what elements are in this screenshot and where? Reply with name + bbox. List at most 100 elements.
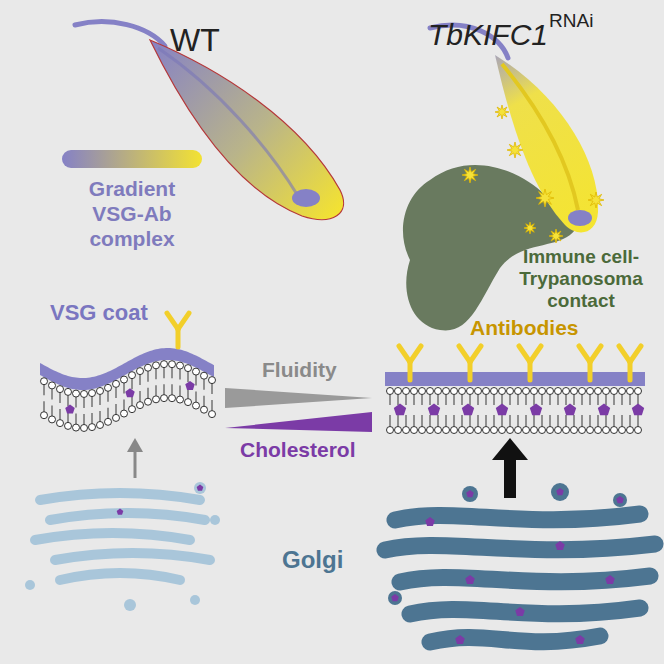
golgi-cisterna bbox=[55, 553, 210, 560]
vesicle bbox=[124, 599, 136, 611]
lipid-head bbox=[555, 388, 562, 395]
lipid-head bbox=[555, 427, 562, 434]
cholesterol bbox=[197, 485, 204, 491]
lipid-tail bbox=[477, 415, 478, 427]
lipid-tail bbox=[179, 386, 180, 397]
lipid-tail bbox=[99, 394, 100, 405]
antibody bbox=[399, 346, 421, 380]
lipid-head bbox=[443, 388, 450, 395]
lipid-tail bbox=[163, 384, 164, 395]
cholesterol bbox=[530, 404, 542, 416]
lipid-tail bbox=[565, 415, 566, 427]
transport-arrow bbox=[134, 450, 137, 478]
lipid-head bbox=[451, 427, 458, 434]
lipid-tail bbox=[501, 415, 502, 427]
lipid-head bbox=[595, 427, 602, 434]
golgi-cisterna bbox=[385, 544, 655, 550]
lipid-tail bbox=[83, 414, 84, 425]
cholesterol bbox=[391, 594, 399, 601]
lipid-tail bbox=[509, 415, 510, 427]
contact-star bbox=[462, 167, 478, 183]
lipid-tail bbox=[83, 397, 84, 408]
lipid-tail bbox=[637, 415, 638, 427]
lipid-head bbox=[57, 386, 64, 393]
lipid-head bbox=[403, 427, 410, 434]
lipid-head bbox=[603, 388, 610, 395]
vesicle bbox=[210, 515, 220, 525]
lipid-tail bbox=[581, 415, 582, 427]
transport-arrow bbox=[492, 438, 528, 460]
gradient-bar bbox=[62, 150, 202, 168]
vesicle bbox=[388, 591, 402, 605]
vsg-coat bbox=[40, 348, 214, 390]
lipid-head bbox=[483, 427, 490, 434]
lipid-head bbox=[395, 427, 402, 434]
lipid-head bbox=[193, 402, 200, 409]
vesicle bbox=[613, 493, 627, 507]
lipid-head bbox=[81, 424, 88, 431]
lipid-head bbox=[523, 427, 530, 434]
cholesterol bbox=[555, 541, 565, 550]
vesicle bbox=[25, 580, 35, 590]
lipid-head bbox=[169, 361, 176, 368]
condition-label: WT bbox=[170, 22, 220, 59]
lipid-head bbox=[515, 427, 522, 434]
cholesterol bbox=[598, 404, 610, 416]
lipid-head bbox=[169, 395, 176, 402]
lipid-head bbox=[635, 427, 642, 434]
cholesterol bbox=[465, 575, 475, 584]
lipid-tail bbox=[43, 384, 44, 395]
lipid-head bbox=[475, 427, 482, 434]
contact-star bbox=[588, 192, 604, 208]
lipid-tail bbox=[413, 415, 414, 427]
transport-arrow bbox=[504, 458, 516, 498]
lipid-head bbox=[41, 412, 48, 419]
lipid-head bbox=[499, 427, 506, 434]
contact-star bbox=[524, 222, 536, 234]
lipid-head bbox=[97, 421, 104, 428]
gradient-label: Fluidity bbox=[262, 358, 337, 382]
golgi-cisterna bbox=[40, 493, 200, 500]
lipid-head bbox=[81, 390, 88, 397]
lipid-head bbox=[611, 388, 618, 395]
lipid-head bbox=[97, 387, 104, 394]
nucleus bbox=[292, 189, 320, 207]
lipid-head bbox=[467, 388, 474, 395]
lipid-tail bbox=[517, 415, 518, 427]
lipid-head bbox=[129, 406, 136, 413]
lipid-head bbox=[427, 388, 434, 395]
lipid-head bbox=[105, 418, 112, 425]
lipid-head bbox=[595, 388, 602, 395]
lipid-head bbox=[603, 427, 610, 434]
lipid-tail bbox=[179, 369, 180, 380]
lipid-head bbox=[153, 362, 160, 369]
lipid-tail bbox=[203, 396, 204, 407]
condition-superscript: RNAi bbox=[549, 10, 593, 32]
lipid-tail bbox=[67, 395, 68, 406]
lipid-head bbox=[193, 368, 200, 375]
lipid-tail bbox=[99, 411, 100, 422]
lipid-tail bbox=[123, 400, 124, 411]
lipid-head bbox=[137, 368, 144, 375]
part-label: Golgi bbox=[282, 546, 343, 574]
lipid-head bbox=[177, 396, 184, 403]
lipid-head bbox=[531, 427, 538, 434]
lipid-tail bbox=[389, 415, 390, 427]
lipid-head bbox=[619, 427, 626, 434]
lipid-tail bbox=[187, 371, 188, 382]
lipid-tail bbox=[485, 415, 486, 427]
lipid-tail bbox=[43, 401, 44, 412]
lipid-tail bbox=[573, 415, 574, 427]
lipid-head bbox=[523, 388, 530, 395]
lipid-tail bbox=[405, 415, 406, 427]
part-label: VSG coat bbox=[50, 300, 148, 325]
vesicle bbox=[194, 482, 206, 494]
lipid-tail bbox=[91, 396, 92, 407]
contact-star bbox=[495, 105, 509, 119]
cholesterol bbox=[185, 381, 195, 390]
contact-star bbox=[549, 229, 563, 243]
lipid-tail bbox=[445, 415, 446, 427]
lipid-head bbox=[507, 388, 514, 395]
lipid-head bbox=[177, 362, 184, 369]
